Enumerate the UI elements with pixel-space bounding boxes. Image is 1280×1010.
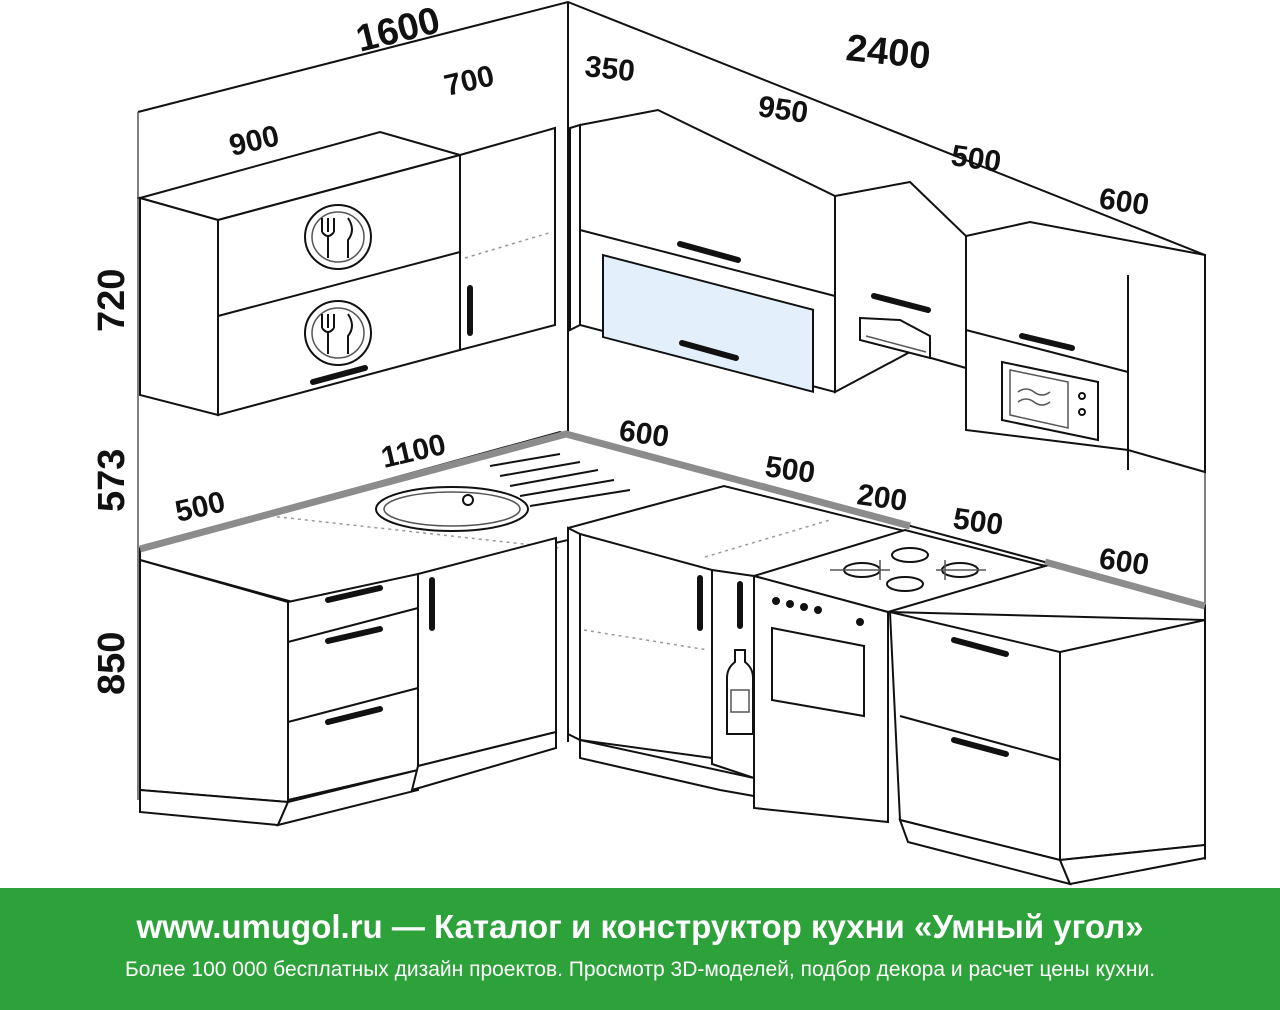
drawer-handle [951, 737, 1009, 757]
corner-cabinet-door [579, 532, 713, 760]
sink-bowl [375, 486, 529, 532]
dimension-label: 600 [1097, 182, 1151, 222]
dimension-label: 720 [91, 269, 133, 332]
upper-right-end-handle [1019, 333, 1075, 351]
plinth [579, 738, 755, 798]
upper-cabinets-right [569, 108, 1206, 474]
sink-drainboard [489, 453, 631, 507]
upper-cabinets-left [136, 126, 556, 417]
dimension-label: 2400 [844, 27, 932, 78]
plinth [410, 730, 557, 792]
lower-left-side [139, 558, 289, 804]
dimension-label: 350 [583, 50, 636, 88]
drawer-handle [325, 706, 383, 725]
dimension-label: 500 [951, 502, 1005, 542]
bottle-icon [726, 649, 754, 735]
lower-left-drawers [287, 572, 419, 802]
counter-back-edge-right [1044, 558, 1206, 610]
lower-cabinets-left [139, 536, 557, 827]
dimension-label: 600 [617, 414, 671, 454]
upper-right-handle [677, 241, 741, 263]
drawer-line [287, 687, 419, 723]
upper-right-filler [569, 123, 581, 332]
upper-left-shelf [464, 231, 553, 259]
hood-cabinet [834, 180, 967, 394]
upper-left-side [139, 196, 219, 417]
plinth [276, 768, 419, 827]
upper-right-divider [579, 229, 836, 297]
dimension-label: 1600 [352, 0, 444, 61]
microwave-icon [1001, 360, 1099, 442]
upper-left-bottom-handle [310, 365, 368, 385]
sink-bowl-inner [383, 491, 521, 527]
upper-left-corner-door [459, 126, 556, 352]
plate-icon [304, 300, 372, 366]
footer-subtitle: Более 100 000 бесплатных дизайн проектов… [124, 958, 1156, 981]
drawer-line [899, 715, 1061, 761]
sink-cabinet-door [417, 536, 557, 768]
dimension-label: 850 [91, 632, 133, 695]
upper-left-divider [217, 251, 461, 317]
stove-knobs [772, 597, 864, 626]
footer-title[interactable]: www.umugol.ru — Каталог и конструктор ку… [136, 908, 1144, 945]
corner-filler [567, 526, 581, 742]
drawer-handle [951, 637, 1009, 657]
hood-cabinet-handle [871, 293, 931, 313]
burner-icon [891, 547, 929, 563]
glass-panel [602, 253, 814, 394]
dimension-label: 200 [855, 478, 909, 518]
upper-right-handle [679, 340, 739, 361]
oven-door [771, 626, 865, 718]
burner-grate [830, 560, 986, 580]
burner-icon [886, 576, 924, 592]
plate-icon [304, 204, 372, 270]
dimension-label: 700 [441, 59, 497, 102]
plinth [1058, 843, 1206, 886]
drawer-line [287, 607, 419, 643]
counter-hidden-line [704, 519, 831, 558]
dimension-label: 950 [756, 90, 810, 130]
dimension-label: 500 [763, 450, 817, 490]
dimension-label: 573 [91, 449, 133, 512]
drawer-handle [325, 585, 383, 603]
lower-cabinets-right [567, 526, 1206, 886]
dimension-label: 500 [172, 485, 228, 528]
dimension-label: 900 [226, 119, 282, 162]
countertop [139, 430, 1206, 622]
dimension-label: 600 [1097, 542, 1151, 582]
range-hood-vent [865, 335, 927, 353]
drawer-handle [325, 626, 383, 644]
dimension-label: 500 [949, 139, 1003, 179]
upper-right-end-divider [965, 329, 1129, 373]
lower-right-side [1059, 618, 1206, 862]
stove [750, 528, 1049, 824]
sink-drain-icon [462, 494, 474, 506]
kitchen-layout-diagram: 1600 2400 900 700 350 950 500 600 720 57… [91, 0, 1206, 886]
footer-banner: www.umugol.ru — Каталог и конструктор ку… [0, 888, 1280, 1010]
counter-back-edge-left [139, 430, 911, 553]
